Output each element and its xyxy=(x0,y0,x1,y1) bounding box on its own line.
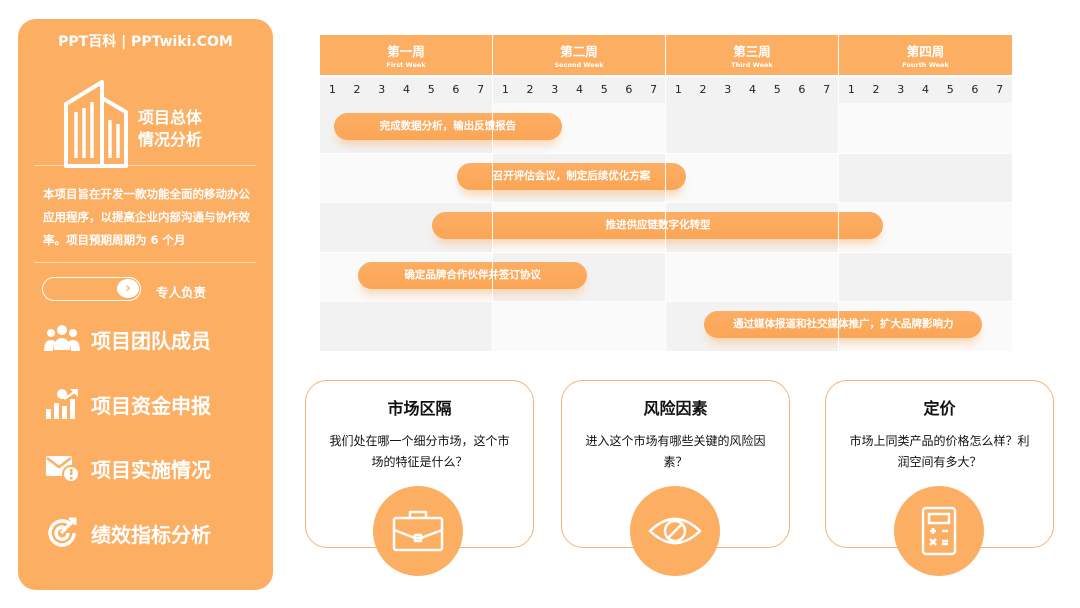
day-number: 4 xyxy=(921,83,929,96)
week-header: 第三周 Third Week xyxy=(666,35,838,75)
day-number: 7 xyxy=(996,83,1004,96)
divider xyxy=(34,262,256,263)
funding-icon xyxy=(42,386,82,422)
divider xyxy=(34,165,256,166)
eye-icon xyxy=(630,486,720,576)
row-divider xyxy=(320,301,1012,303)
grid-cell xyxy=(839,103,1012,153)
toggle-label: 专人负责 xyxy=(156,285,207,300)
task-bar[interactable]: 通过媒体报道和社交媒体推广，扩大品牌影响力 xyxy=(704,311,983,339)
project-description: 本项目旨在开发一款功能全面的移动办公应用程序，以提高企业内部沟通与协作效率。项目… xyxy=(43,187,250,247)
day-number: 6 xyxy=(625,83,633,96)
card-title: 风险因素 xyxy=(643,399,708,418)
week-subtitle: Fourth Week xyxy=(902,61,949,69)
day-number: 2 xyxy=(353,83,361,96)
day-number: 2 xyxy=(872,83,880,96)
day-number: 1 xyxy=(847,83,855,96)
card-title: 市场区隔 xyxy=(387,399,452,418)
briefcase-icon xyxy=(373,486,463,576)
week-title: 第一周 xyxy=(387,44,425,59)
nav-item-funding[interactable]: 项目资金申报 xyxy=(42,386,262,422)
calculator-icon xyxy=(894,486,984,576)
chevron-right-icon: › xyxy=(117,279,139,298)
card-text: 进入这个市场有哪些关键的风险因素？ xyxy=(585,434,766,469)
day-number: 3 xyxy=(551,83,559,96)
nav-label: 绩效指标分析 xyxy=(91,522,211,547)
grid-cell xyxy=(839,152,1012,203)
week-divider xyxy=(492,35,493,351)
nav-label: 项目资金申报 xyxy=(91,393,211,418)
day-number-row: 1 2 3 4 5 6 7 1 2 3 4 5 6 7 1 2 3 4 5 6 7 1 2 3 4 5 6 7 xyxy=(320,77,1012,103)
day-number: 5 xyxy=(427,83,435,96)
day-number: 7 xyxy=(477,83,485,96)
day-number: 2 xyxy=(526,83,534,96)
day-number: 5 xyxy=(600,83,608,96)
gantt-chart: 1 2 3 4 5 6 7 1 2 3 4 5 6 7 1 2 3 4 5 6 7 1 2 3 4 5 6 7 完成数据分析，输出反馈… xyxy=(320,35,1012,351)
task-bar[interactable]: 召开评估会议，制定后续优化方案 xyxy=(457,162,686,190)
card-text: 我们处在哪一个细分市场，这个市场的特征是什么？ xyxy=(329,434,510,469)
grid-cell xyxy=(666,152,839,203)
week-divider xyxy=(665,35,666,351)
overview-title-line2: 情况分析 xyxy=(138,130,203,149)
row-divider xyxy=(320,152,1012,154)
row-divider xyxy=(320,202,1012,204)
grid-cell xyxy=(666,251,839,302)
day-number: 1 xyxy=(501,83,509,96)
row-divider xyxy=(320,251,1012,253)
responsible-toggle[interactable]: › xyxy=(42,277,141,301)
nav-item-team[interactable]: 项目团队成员 xyxy=(42,321,262,357)
day-number: 1 xyxy=(674,83,682,96)
week-divider xyxy=(838,35,839,351)
gantt-grid: 完成数据分析，输出反馈报告召开评估会议，制定后续优化方案推进供应链数字化转型确定… xyxy=(320,103,1012,351)
day-number: 4 xyxy=(402,83,410,96)
sidebar: PPT百科 | PPTwiki.COM 项目总体 情况分析 本项目旨在开发一款功… xyxy=(18,19,273,590)
card-title: 定价 xyxy=(923,399,956,418)
day-number: 2 xyxy=(699,83,707,96)
task-bar[interactable]: 确定品牌合作伙伴并签订协议 xyxy=(358,261,587,289)
overview-title: 项目总体 情况分析 xyxy=(138,107,238,151)
grid-cell xyxy=(493,301,666,351)
week-title: 第三周 xyxy=(733,44,771,59)
day-number: 3 xyxy=(724,83,732,96)
task-bar[interactable]: 推进供应链数字化转型 xyxy=(432,212,884,240)
grid-cell xyxy=(839,251,1012,302)
brand-title: PPT百科 | PPTwiki.COM xyxy=(58,34,233,50)
day-number: 3 xyxy=(378,83,386,96)
nav-item-implementation[interactable]: 项目实施情况 xyxy=(42,450,262,486)
day-number: 1 xyxy=(328,83,336,96)
mail-alert-icon xyxy=(42,450,82,486)
week-subtitle: Third Week xyxy=(731,61,773,69)
overview-title-line1: 项目总体 xyxy=(138,108,203,127)
week-subtitle: First Week xyxy=(386,61,426,69)
task-bar[interactable]: 完成数据分析，输出反馈报告 xyxy=(333,113,563,140)
day-number: 6 xyxy=(971,83,979,96)
target-icon xyxy=(42,515,82,551)
day-number: 5 xyxy=(773,83,781,96)
building-icon xyxy=(64,80,128,168)
day-number: 4 xyxy=(575,83,583,96)
day-number: 7 xyxy=(650,83,658,96)
grid-cell xyxy=(666,103,839,153)
day-number: 4 xyxy=(748,83,756,96)
day-number: 3 xyxy=(897,83,905,96)
week-subtitle: Second Week xyxy=(554,61,604,69)
nav-label: 项目实施情况 xyxy=(91,457,211,482)
day-number: 5 xyxy=(946,83,954,96)
nav-label: 项目团队成员 xyxy=(91,328,211,353)
day-number: 6 xyxy=(798,83,806,96)
week-title: 第二周 xyxy=(560,44,598,59)
week-header: 第四周 Fourth Week xyxy=(839,35,1012,75)
day-number: 7 xyxy=(823,83,831,96)
week-header: 第二周 Second Week xyxy=(493,35,665,75)
grid-cell xyxy=(320,301,493,351)
week-title: 第四周 xyxy=(906,44,945,59)
team-icon xyxy=(42,321,82,357)
day-number: 6 xyxy=(452,83,460,96)
card-text: 市场上同类产品的价格怎么样？利润空间有多大？ xyxy=(849,434,1030,469)
week-header: 第一周 First Week xyxy=(320,35,492,75)
nav-item-performance[interactable]: 绩效指标分析 xyxy=(42,515,262,551)
